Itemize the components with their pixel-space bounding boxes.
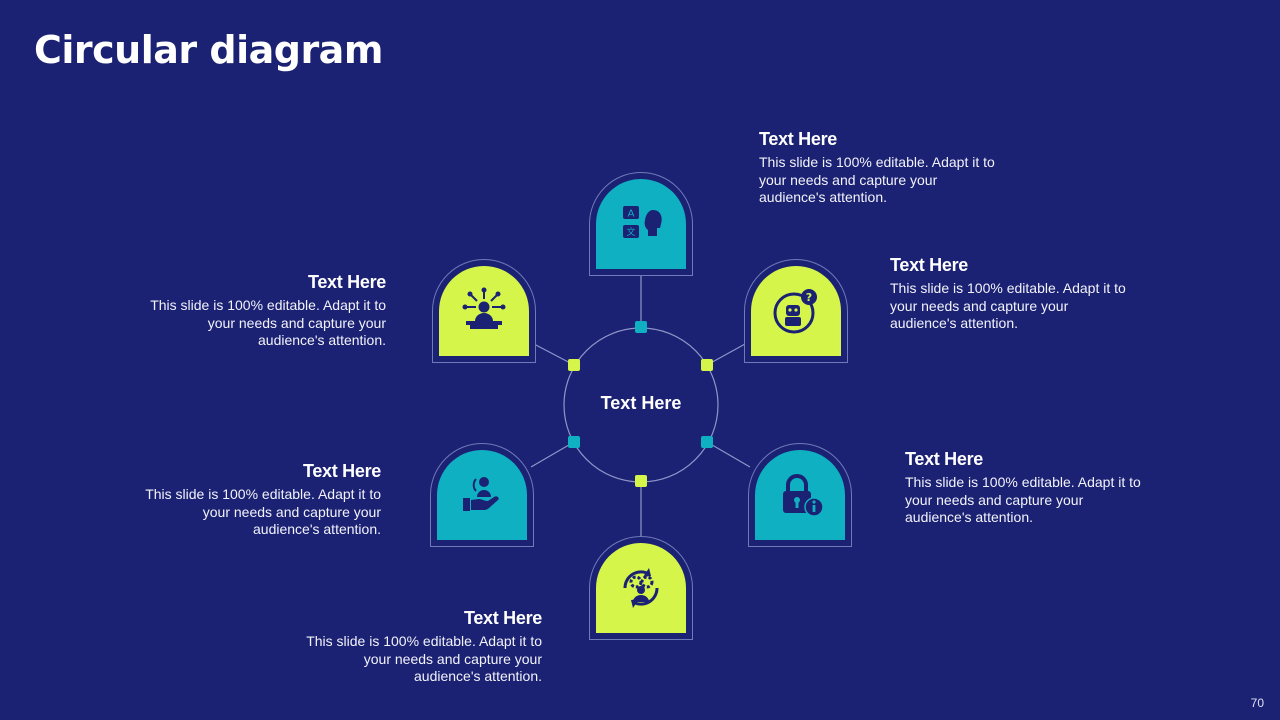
text-block-bottom-right: Text Here This slide is 100% editable. A… bbox=[905, 449, 1145, 527]
translation-speech-icon: A 文 bbox=[623, 206, 662, 238]
block-body: This slide is 100% editable. Adapt it to… bbox=[905, 474, 1141, 525]
gear-cycle-person-icon bbox=[623, 568, 659, 608]
text-block-bottom-left: Text Here This slide is 100% editable. A… bbox=[141, 461, 381, 539]
svg-text:文: 文 bbox=[626, 226, 635, 238]
block-heading: Text Here bbox=[890, 255, 969, 275]
robot-question-icon: ? bbox=[773, 289, 817, 334]
text-block-top: Text Here This slide is 100% editable. A… bbox=[759, 129, 999, 207]
node-bottom-left bbox=[430, 443, 534, 547]
page-number: 70 bbox=[1250, 696, 1264, 710]
text-block-top-left: Text Here This slide is 100% editable. A… bbox=[146, 272, 386, 350]
marker-top bbox=[635, 321, 647, 333]
block-heading: Text Here bbox=[302, 461, 381, 481]
block-heading: Text Here bbox=[463, 608, 542, 628]
marker-bottom-left bbox=[568, 436, 580, 448]
node-bottom bbox=[589, 536, 693, 640]
marker-top-right bbox=[701, 359, 713, 371]
connector-top-left bbox=[533, 343, 575, 366]
svg-text:A: A bbox=[628, 209, 635, 220]
block-body: This slide is 100% editable. Adapt it to… bbox=[150, 297, 386, 348]
text-block-top-right: Text Here This slide is 100% editable. A… bbox=[890, 255, 1130, 333]
marker-bottom-right bbox=[701, 436, 713, 448]
node-top-left bbox=[432, 259, 536, 363]
presenter-podium-icon bbox=[462, 287, 506, 329]
center-label: Text Here bbox=[600, 393, 682, 413]
node-top-right: ? bbox=[744, 259, 848, 363]
block-body: This slide is 100% editable. Adapt it to… bbox=[145, 486, 381, 537]
slide-title: Circular diagram bbox=[34, 28, 383, 72]
node-bottom-right bbox=[748, 443, 852, 547]
hand-person-icon bbox=[463, 477, 499, 511]
lock-info-icon bbox=[783, 474, 824, 517]
block-heading: Text Here bbox=[905, 449, 984, 469]
block-body: This slide is 100% editable. Adapt it to… bbox=[306, 633, 542, 684]
connector-top-right bbox=[706, 343, 746, 366]
svg-text:?: ? bbox=[806, 291, 812, 304]
marker-top-left bbox=[568, 359, 580, 371]
node-top: A 文 bbox=[589, 172, 693, 276]
block-heading: Text Here bbox=[759, 129, 838, 149]
connector-bottom-right bbox=[706, 441, 751, 468]
marker-bottom bbox=[635, 475, 647, 487]
text-block-bottom: Text Here This slide is 100% editable. A… bbox=[302, 608, 542, 686]
block-heading: Text Here bbox=[307, 272, 386, 292]
connector-bottom-left bbox=[530, 441, 575, 468]
block-body: This slide is 100% editable. Adapt it to… bbox=[890, 280, 1126, 331]
block-body: This slide is 100% editable. Adapt it to… bbox=[759, 154, 995, 205]
